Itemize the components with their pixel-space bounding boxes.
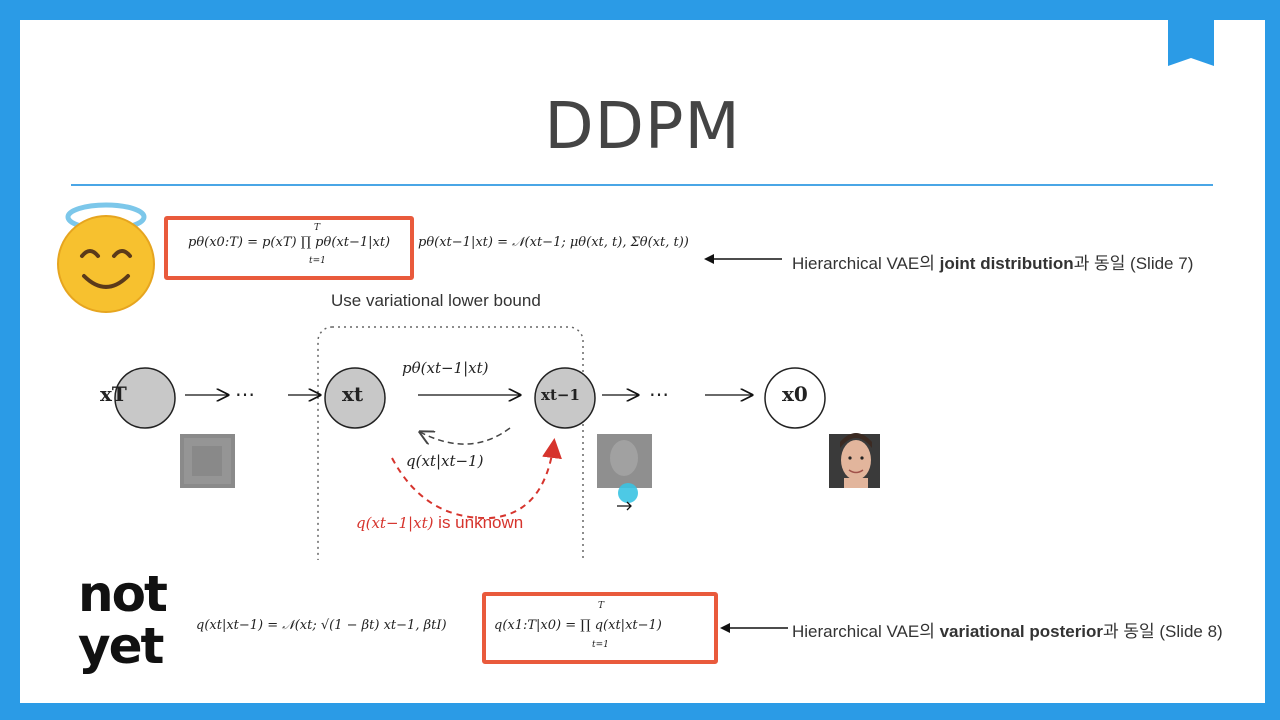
not-yet-sticker: not yet xyxy=(78,565,168,675)
diagram-caption: Use variational lower bound xyxy=(331,291,541,310)
ellipsis-left: ⋯ xyxy=(235,382,255,406)
forward-process-formula: q(xt|xt−1) = 𝒩(xt; √(1 − βt) xt−1, βtI) xyxy=(196,618,447,633)
posterior-prod-upper: T xyxy=(598,601,605,611)
variational-posterior-formula: q(x1:T|x0) = ∏ q(xt|xt−1) xyxy=(494,618,662,633)
slide: DDPM pθ(x0:T) = p(xT) ∏ pθ(xt−1|xt) T t=… xyxy=(20,20,1265,703)
variational-posterior-note: Hierarchical VAE의 variational posterior과… xyxy=(792,622,1223,641)
unknown-posterior-label: q(xt−1|xt) is unknown xyxy=(356,513,524,532)
label-xt: xt xyxy=(342,382,364,406)
joint-distribution-box xyxy=(164,216,414,280)
reverse-gaussian-formula: pθ(xt−1|xt) = 𝒩(xt−1; μθ(xt, t), Σθ(xt, … xyxy=(418,235,689,250)
label-xt-minus-1: xt−1 xyxy=(541,386,580,404)
smiling-face-with-halo-icon xyxy=(57,202,155,313)
ellipsis-right: ⋯ xyxy=(649,382,669,406)
label-x0: x0 xyxy=(782,382,808,406)
markov-chain-diagram xyxy=(114,326,880,560)
cursor-arrow-icon xyxy=(617,501,632,511)
prod-lower-limit: t=1 xyxy=(309,256,326,266)
left-arrow-icon xyxy=(704,254,782,264)
joint-distribution-formula: pθ(x0:T) = p(xT) ∏ pθ(xt−1|xt) xyxy=(188,235,391,250)
variational-posterior-box xyxy=(482,592,718,664)
cursor-highlight xyxy=(618,483,638,503)
posterior-prod-lower: t=1 xyxy=(592,640,609,650)
forward-arrow-label: q(xt|xt−1) xyxy=(406,452,484,470)
title-divider xyxy=(71,184,1213,186)
label-xT: xT xyxy=(100,382,127,406)
joint-distribution-note: Hierarchical VAE의 joint distribution과 동일… xyxy=(792,254,1194,273)
node-xt xyxy=(324,367,386,429)
dashed-region xyxy=(317,326,584,560)
node-xt-minus-1 xyxy=(534,367,596,429)
slide-title: DDPM xyxy=(544,90,741,164)
node-xT xyxy=(114,367,176,429)
node-x0 xyxy=(764,367,826,429)
prod-upper-limit: T xyxy=(314,223,321,233)
left-arrow-icon-bottom xyxy=(720,623,788,633)
bookmark-icon[interactable] xyxy=(1168,20,1216,68)
reverse-arrow-label: pθ(xt−1|xt) xyxy=(402,359,489,377)
